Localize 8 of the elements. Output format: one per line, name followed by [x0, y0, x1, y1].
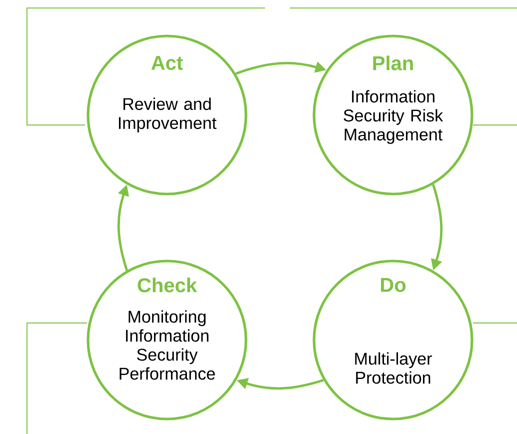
stage-heading: Check: [138, 278, 198, 292]
stage-heading: Plan: [373, 56, 413, 70]
stage-description: Monitoring Information Security Performance: [120, 310, 215, 380]
stage-description: Review and Improvement: [118, 98, 216, 132]
stage-description: Information Security Risk Management: [344, 90, 444, 144]
stage-heading: Do: [381, 278, 406, 292]
stage-description: Multi-layer Protection: [355, 352, 432, 384]
stage-heading: Act: [151, 56, 183, 70]
